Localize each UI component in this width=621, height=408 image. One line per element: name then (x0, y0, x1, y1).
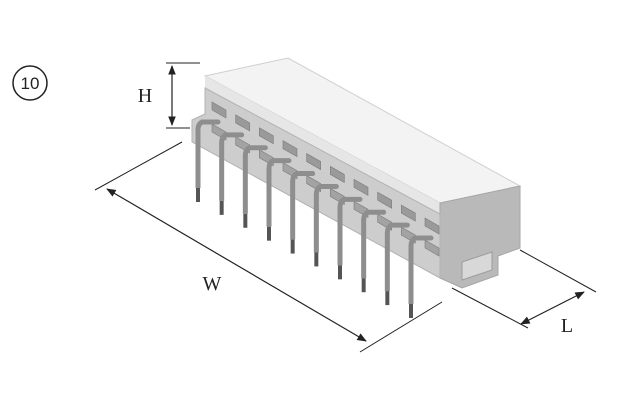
dimension-w: W (94, 141, 443, 353)
contact-pin (408, 235, 434, 318)
cavity-slot (330, 165, 345, 183)
cavity-slot (306, 153, 321, 171)
figure-number: 10 (21, 74, 40, 93)
cavity-slot (211, 101, 227, 119)
body-side-face (439, 185, 521, 289)
dimension-h: H (138, 62, 200, 129)
dimension-w-label: W (203, 273, 222, 295)
cavity-slot (259, 127, 274, 145)
body-top-lip (205, 76, 440, 214)
cavity-slot (424, 239, 440, 257)
cavity-slot (235, 114, 250, 132)
body-latch (461, 251, 493, 281)
cavity-slot (377, 191, 392, 209)
cavity-slot (282, 140, 298, 158)
figure-number-badge: 10 (12, 65, 48, 101)
contact-pin (384, 222, 410, 306)
cavity-slot (424, 217, 440, 235)
cavity-slot (401, 204, 416, 222)
dimension-l: L (451, 249, 597, 337)
dimension-l-label: L (561, 315, 573, 337)
dimension-h-label: H (138, 85, 152, 107)
connector-body (191, 57, 522, 318)
